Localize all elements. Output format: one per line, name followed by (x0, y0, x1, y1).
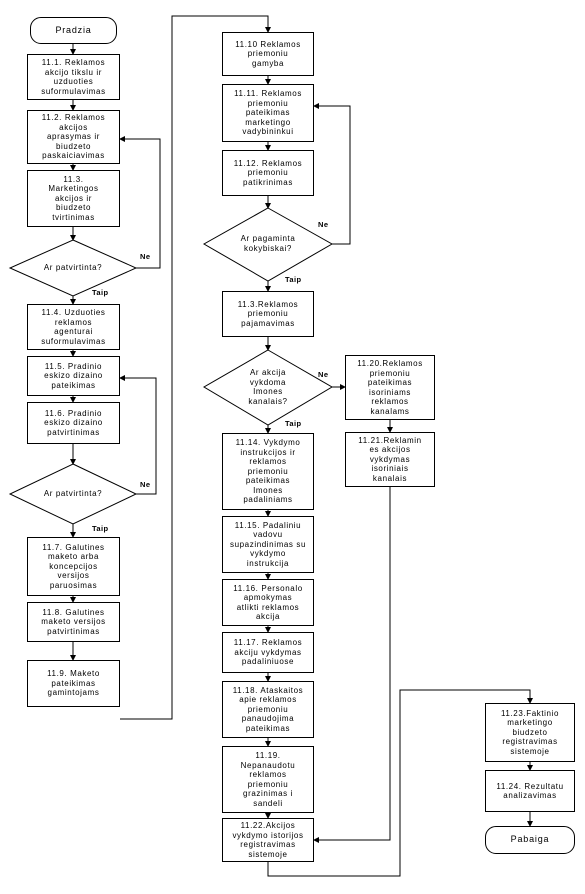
decision-3-shape (202, 207, 334, 282)
edge-label-ne-2: Ne (140, 480, 151, 489)
step-11-17: 11.17. Reklamos akciju vykdymas padalini… (222, 632, 314, 673)
step-11-14: 11.14. Vykdymo instrukcijos ir reklamos … (222, 433, 314, 510)
step-11-7: 11.7. Galutines maketo arba koncepcijos … (27, 537, 120, 596)
step-11-20: 11.20.Reklamos priemoniu pateikimas isor… (345, 355, 435, 420)
edge-d3-ne (313, 103, 351, 245)
edge-label-ne-3: Ne (318, 220, 329, 229)
step-11-22: 11.22.Akcijos vykdymo istorijos registra… (222, 818, 314, 862)
step-11-2: 11.2. Reklamos akcijos aprasymas ir biud… (27, 110, 120, 164)
step-11-11: 11.11. Reklamos priemoniu pateikimas mar… (222, 84, 314, 142)
decision-4-shape (203, 349, 333, 426)
step-11-4: 11.4. Uzduoties reklamos agenturai sufor… (27, 304, 120, 350)
step-11-16: 11.16. Personalo apmokymas atlikti rekla… (222, 579, 314, 626)
decision-2-label: Ar patvirtinta? (43, 489, 103, 498)
step-11-9: 11.9. Maketo pateikimas gamintojams (27, 660, 120, 707)
decision-1-shape (8, 239, 138, 297)
edge-d1-ne (119, 136, 161, 269)
edge-label-taip-4: Taip (285, 419, 302, 428)
step-11-18: 11.18. Ataskaitos apie reklamos priemoni… (222, 681, 314, 738)
edge-11-9-11-10 (120, 15, 271, 720)
step-11-15: 11.15. Padaliniu vadovu supazindinimas s… (222, 516, 314, 573)
step-11-1: 11.1. Reklamos akcijo tikslu ir uzduotie… (27, 54, 120, 100)
edge-label-taip-1: Taip (92, 288, 109, 297)
edge-label-taip-2: Taip (92, 524, 109, 533)
step-11-3: 11.3. Marketingos akcijos ir biudzeto tv… (27, 170, 120, 227)
decision-3-label: Ar pagaminta kokybiskai? (240, 234, 296, 253)
decision-4-label: Ar akcija vykdoma Imones kanalais? (248, 368, 288, 406)
start-terminal: Pradzia (30, 17, 117, 44)
decision-2-shape (8, 463, 138, 525)
step-11-23: 11.23.Faktinio marketingo biudzeto regis… (485, 703, 575, 762)
step-11-12: 11.12. Reklamos priemoniu patikrinimas (222, 150, 314, 196)
end-terminal: Pabaiga (485, 826, 575, 854)
step-11-3b: 11.3.Reklamos priemoniu pajamavimas (222, 291, 314, 337)
edge-label-ne-1: Ne (140, 252, 151, 261)
edge-label-ne-4: Ne (318, 370, 329, 379)
step-11-10: 11.10 Reklamos priemoniu gamyba (222, 32, 314, 76)
decision-1-label: Ar patvirtinta? (43, 263, 103, 272)
step-11-21: 11.21.Reklamin es akcijos vykdymas isori… (345, 432, 435, 487)
step-11-6: 11.6. Pradinio eskizo dizaino patvirtini… (27, 402, 120, 444)
edge-11-22-11-23 (267, 689, 533, 877)
step-11-8: 11.8. Galutines maketo versijos patvirti… (27, 602, 120, 642)
edge-11-21-11-22 (313, 487, 391, 843)
step-11-24: 11.24. Rezultatu analizavimas (485, 770, 575, 812)
step-11-5: 11.5. Pradinio eskizo dizaino pateikimas (27, 356, 120, 396)
edge-label-taip-3: Taip (285, 275, 302, 284)
step-11-19: 11.19. Nepanaudotu reklamos priemoniu gr… (222, 746, 314, 813)
edge-d2-ne (119, 375, 157, 495)
